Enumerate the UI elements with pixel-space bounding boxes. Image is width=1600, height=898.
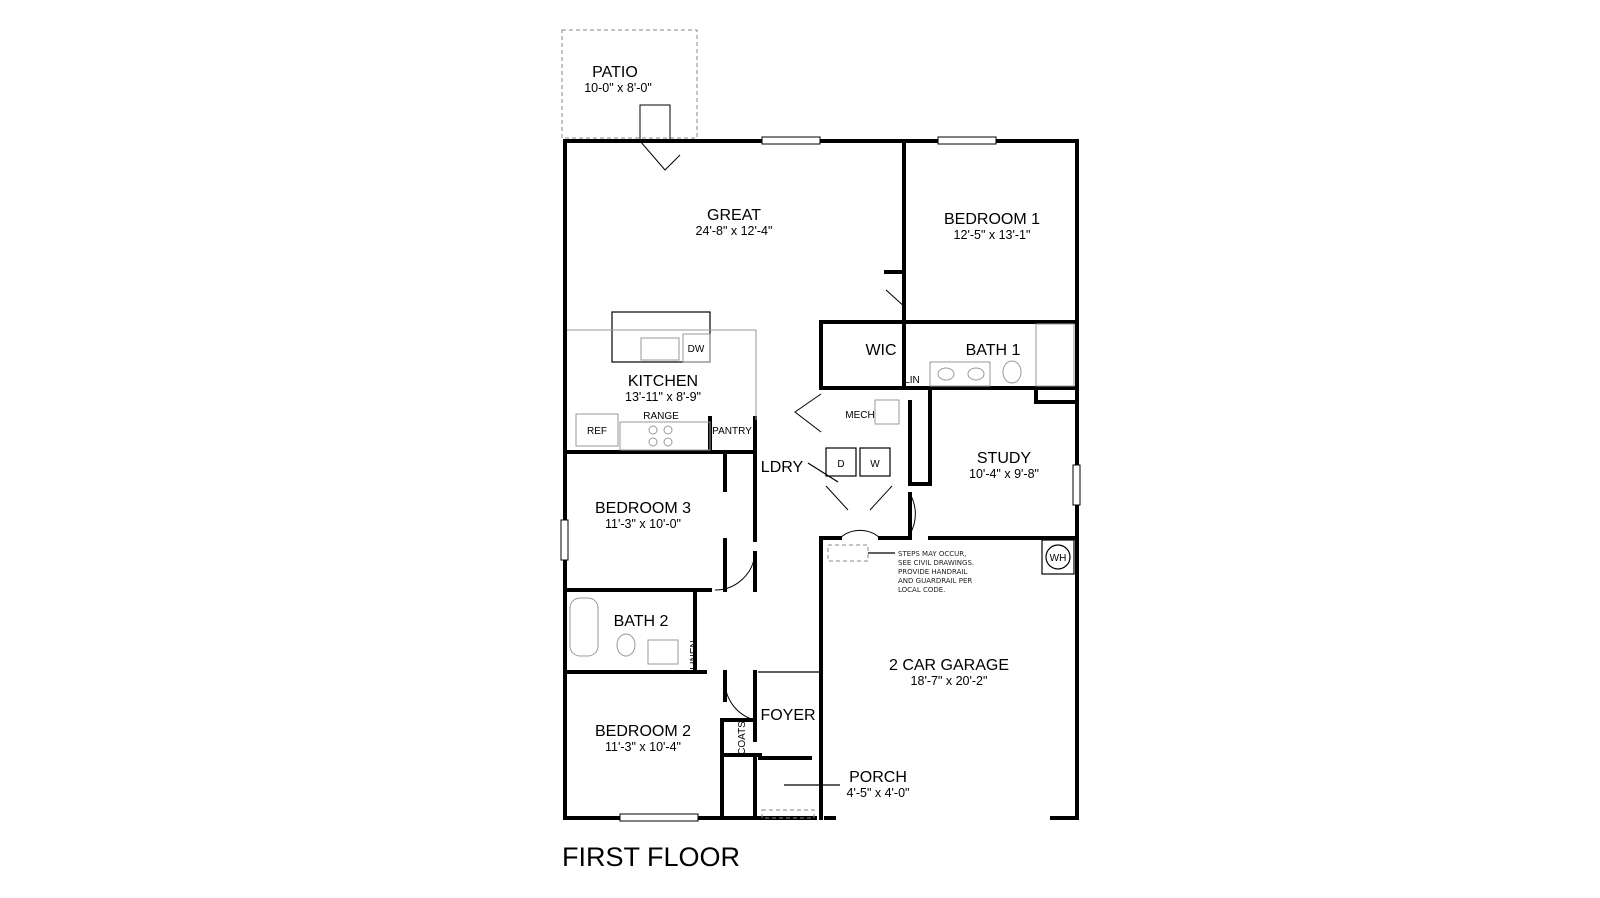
window xyxy=(937,136,997,145)
room-size-great: 24'-8" x 12'-4" xyxy=(696,224,773,238)
room-name-wic: WIC xyxy=(865,342,896,359)
range-counter xyxy=(619,421,711,451)
window xyxy=(619,813,699,822)
burner-icon xyxy=(663,425,673,435)
burner-icon xyxy=(663,437,673,447)
wall-bedroom2 xyxy=(720,718,812,820)
wall-study xyxy=(908,386,1079,540)
room-name-bedroom3: BEDROOM 3 xyxy=(595,500,691,517)
svg-text:AND GUARDRAIL PER: AND GUARDRAIL PER xyxy=(898,577,972,585)
room-size-garage: 18'-7" x 20'-2" xyxy=(911,674,988,688)
svg-text:LOCAL CODE.: LOCAL CODE. xyxy=(898,586,945,594)
coats-label: COATS xyxy=(737,721,748,755)
steps-outline xyxy=(827,544,869,562)
room-size-bedroom2: 11'-3" x 10'-4" xyxy=(605,740,681,754)
svg-text:PROVIDE HANDRAIL: PROVIDE HANDRAIL xyxy=(898,568,967,576)
patio-door[interactable] xyxy=(639,104,681,171)
plan-title: FIRST FLOOR xyxy=(562,842,740,872)
garage-note: STEPS MAY OCCUR, SEE CIVIL DRAWINGS. PRO… xyxy=(898,550,974,594)
room-name-patio: PATIO xyxy=(592,64,638,81)
water-heater-icon xyxy=(1045,544,1071,570)
dryer-label: D xyxy=(837,459,844,470)
room-name-garage: 2 CAR GARAGE xyxy=(889,657,1009,674)
window xyxy=(1072,464,1081,506)
burner-icon xyxy=(648,437,658,447)
room-name-great: GREAT xyxy=(707,207,761,224)
sink-icon xyxy=(967,367,985,381)
kitchen-counter-line xyxy=(567,329,757,420)
washer xyxy=(859,447,891,477)
linen-label: LINEN xyxy=(689,640,700,669)
interior-doors[interactable] xyxy=(714,289,907,721)
dishwasher xyxy=(682,333,711,363)
wall-wic-bath xyxy=(819,320,1079,390)
laundry-doors[interactable] xyxy=(825,485,916,535)
porch-step xyxy=(761,809,815,819)
toilet-icon xyxy=(616,633,636,657)
washer-label: W xyxy=(870,459,880,470)
sink-icon xyxy=(640,337,680,361)
room-size-porch: 4'-5" x 4'-0" xyxy=(847,786,910,800)
room-size-patio: 10-0" x 8'-0" xyxy=(584,81,652,95)
dryer xyxy=(825,447,857,477)
window xyxy=(761,136,821,145)
mech-door[interactable] xyxy=(794,393,822,433)
burner-icon xyxy=(648,425,658,435)
refrigerator xyxy=(575,413,619,447)
wall-bedroom1 xyxy=(884,139,1079,324)
room-name-study: STUDY xyxy=(977,450,1032,467)
lin-label: LIN xyxy=(904,375,920,386)
room-name-bedroom2: BEDROOM 2 xyxy=(595,723,691,740)
mech-label: MECH xyxy=(845,410,874,421)
shower-icon xyxy=(1035,323,1075,387)
room-name-foyer: FOYER xyxy=(760,707,815,724)
wh-label: WH xyxy=(1050,553,1067,564)
ldry-leader xyxy=(807,462,839,483)
room-size-kitchen: 13'-11" x 8'-9" xyxy=(625,390,701,404)
wall-garage xyxy=(819,492,912,820)
room-name-bath1: BATH 1 xyxy=(966,342,1021,359)
mech-unit xyxy=(874,399,900,425)
window xyxy=(560,519,569,561)
water-heater-box xyxy=(1041,539,1075,575)
vanity xyxy=(929,361,991,387)
room-size-bedroom3: 11'-3" x 10'-0" xyxy=(605,517,681,531)
room-name-ldry: LDRY xyxy=(761,459,804,476)
svg-text:SEE CIVIL DRAWINGS.: SEE CIVIL DRAWINGS. xyxy=(898,559,974,567)
sink-icon xyxy=(937,367,955,381)
ref-label: REF xyxy=(587,426,607,437)
room-name-bath2: BATH 2 xyxy=(614,613,669,630)
patio-outline xyxy=(561,29,698,139)
toilet-icon xyxy=(1002,360,1022,384)
svg-text:STEPS MAY OCCUR,: STEPS MAY OCCUR, xyxy=(898,550,966,558)
room-name-kitchen: KITCHEN xyxy=(628,373,698,390)
room-size-bedroom1: 12'-5" x 13'-1" xyxy=(954,228,1031,242)
range-label: RANGE xyxy=(643,411,679,422)
tub-icon xyxy=(569,597,599,657)
wall-bath2 xyxy=(563,588,757,742)
room-name-porch: PORCH xyxy=(849,769,907,786)
garage-door-entry[interactable] xyxy=(839,529,881,539)
dw-label: DW xyxy=(688,344,705,355)
pantry-label: PANTRY xyxy=(712,426,752,437)
vanity xyxy=(647,639,679,665)
room-size-study: 10'-4" x 9'-8" xyxy=(969,467,1039,481)
wall-bedroom3 xyxy=(563,450,757,592)
room-name-bedroom1: BEDROOM 1 xyxy=(944,211,1040,228)
